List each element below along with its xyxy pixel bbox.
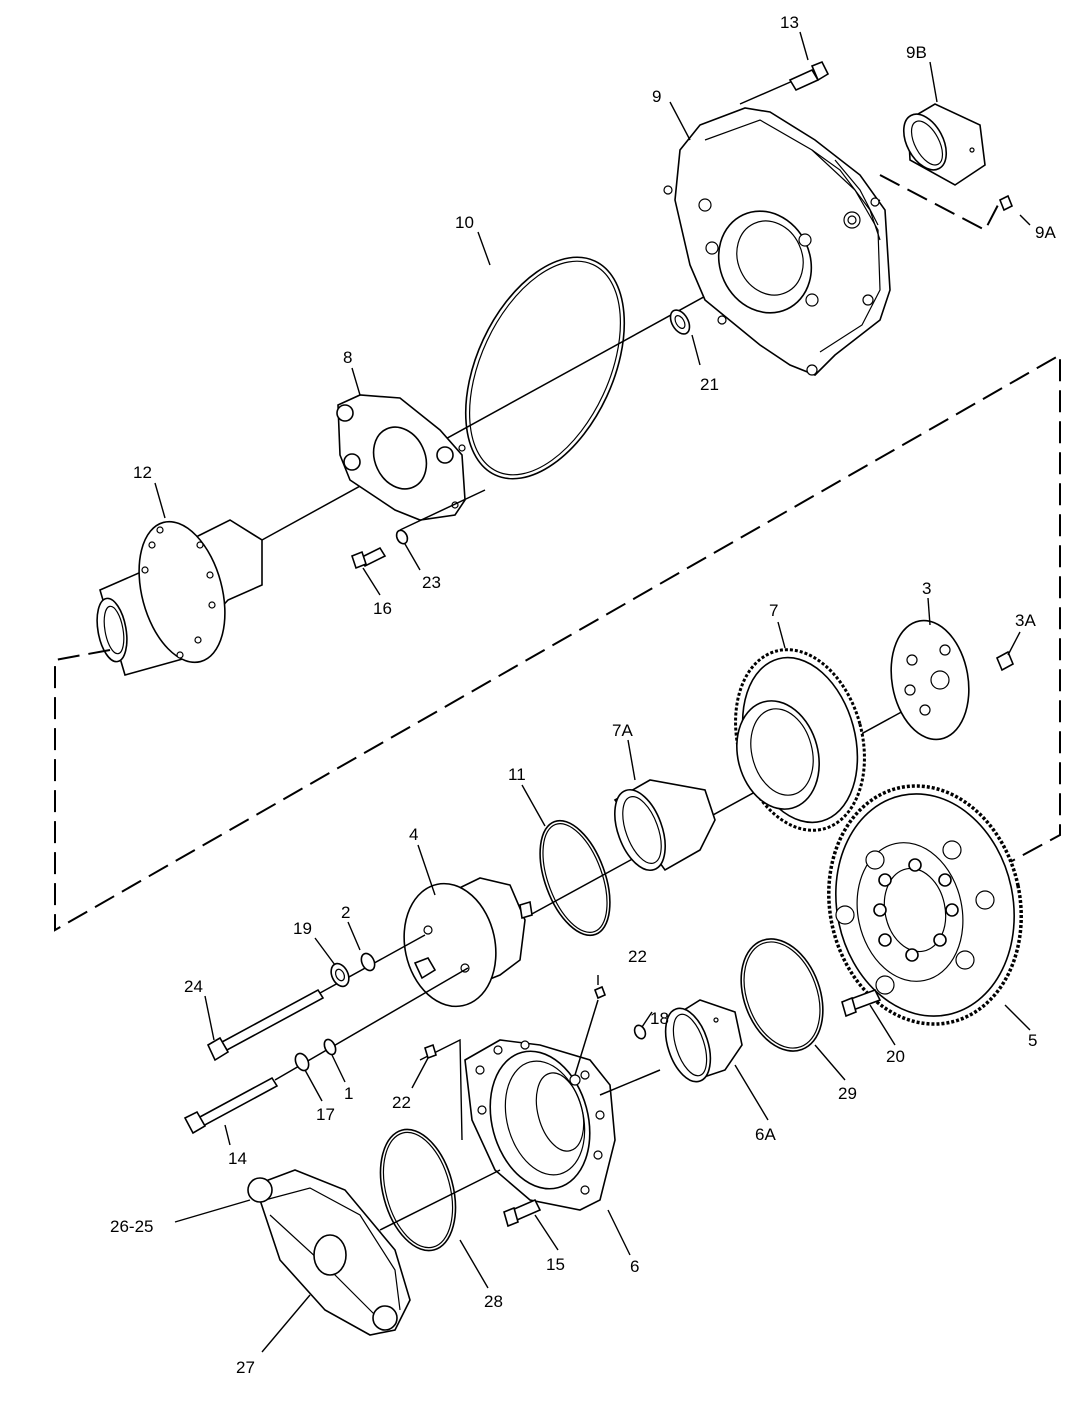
callout-28: 28 — [484, 1292, 503, 1311]
part-14-bolt — [183, 1076, 279, 1135]
part-3-plate — [890, 619, 970, 741]
callout-22-upper: 22 — [628, 947, 647, 966]
callout-13: 13 — [780, 13, 799, 32]
part-28-o-ring — [379, 1128, 457, 1252]
callout-26-25: 26-25 — [110, 1217, 153, 1236]
part-12-hub — [96, 519, 263, 676]
callout-17: 17 — [316, 1105, 335, 1124]
callout-18: 18 — [650, 1009, 669, 1028]
callout-23: 23 — [422, 573, 441, 592]
callout-29: 29 — [838, 1084, 857, 1103]
part-11-o-ring — [539, 819, 611, 937]
part-3a-pin — [995, 650, 1015, 672]
part-4-hub — [403, 877, 533, 1008]
leader-lines — [154, 31, 1031, 1353]
callout-9b: 9B — [906, 43, 927, 62]
part-5-large-gear — [827, 784, 1023, 1026]
part-19-washer — [330, 962, 350, 988]
callout-22-lower: 22 — [392, 1093, 411, 1112]
callout-20: 20 — [886, 1047, 905, 1066]
part-24-bolt — [206, 988, 325, 1062]
callout-2: 2 — [341, 903, 350, 922]
callout-9a: 9A — [1035, 223, 1056, 242]
part-15-bolt — [503, 1198, 542, 1228]
part-22-pin-upper — [593, 985, 607, 1000]
axis-18 — [599, 1069, 661, 1096]
part-6-carrier — [464, 1039, 616, 1211]
callout-6: 6 — [630, 1257, 639, 1276]
part-1-washer — [323, 1038, 337, 1056]
callout-10: 10 — [455, 213, 474, 232]
axis-22a — [574, 999, 599, 1076]
callout-9: 9 — [652, 87, 661, 106]
part-9-housing — [663, 107, 891, 376]
part-2-washer — [360, 952, 376, 972]
callout-16: 16 — [373, 599, 392, 618]
callout-12: 12 — [133, 463, 152, 482]
callout-14: 14 — [228, 1149, 247, 1168]
part-9b-bushing — [902, 103, 986, 186]
part-21-washer — [669, 309, 691, 335]
part-22-pin-lower — [424, 1043, 437, 1060]
callout-5: 5 — [1028, 1031, 1037, 1050]
callout-3: 3 — [922, 579, 931, 598]
lower-axis — [529, 679, 961, 916]
part-9a-pin — [998, 194, 1014, 212]
part-7a-bushing — [613, 779, 716, 872]
callout-24: 24 — [184, 977, 203, 996]
callout-labels: 13 9 9B 9A 10 21 8 12 16 23 7 3 3A 7A 11… — [110, 13, 1056, 1377]
dashed-assembly-loop — [54, 353, 1061, 932]
callout-7a: 7A — [612, 721, 633, 740]
callout-4: 4 — [409, 825, 418, 844]
callout-1: 1 — [344, 1084, 353, 1103]
part-17-washer — [294, 1052, 310, 1072]
callout-6a: 6A — [755, 1125, 776, 1144]
part-27-end-cover — [247, 1169, 411, 1336]
callout-3a: 3A — [1015, 611, 1036, 630]
part-18-washer — [633, 1024, 647, 1040]
callout-27: 27 — [236, 1358, 255, 1377]
callout-11: 11 — [508, 765, 526, 784]
callout-19: 19 — [293, 919, 312, 938]
callout-7: 7 — [769, 601, 778, 620]
leader-9a-dashed — [879, 174, 999, 232]
part-8-plate — [336, 394, 466, 521]
fastener-axis-16 — [399, 489, 486, 531]
part-16-bolt — [351, 546, 387, 570]
callout-21: 21 — [700, 375, 719, 394]
callout-15: 15 — [546, 1255, 565, 1274]
part-10-o-ring — [464, 256, 626, 480]
part-20-bolt — [841, 989, 882, 1018]
part-13-bolt — [788, 60, 830, 92]
part-23-washer — [395, 529, 409, 545]
axis-28 — [379, 1169, 501, 1231]
part-29-o-ring — [740, 938, 824, 1052]
callout-8: 8 — [343, 348, 352, 367]
part-6a-bushing — [664, 999, 743, 1083]
part-7-gear — [734, 648, 866, 832]
